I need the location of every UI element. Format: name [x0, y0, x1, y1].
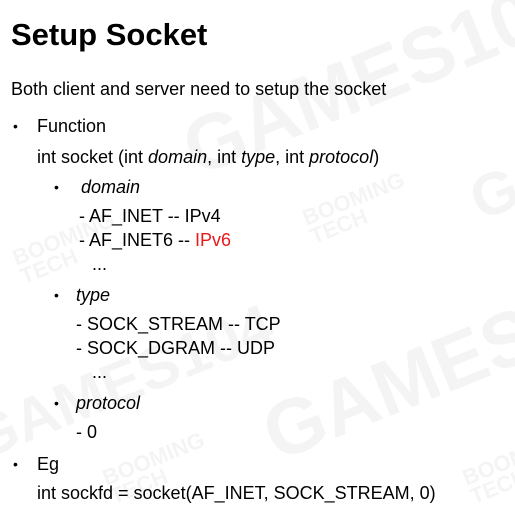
- signature-part: , int: [207, 147, 242, 167]
- domain-ellipsis: ...: [92, 254, 108, 274]
- bullet-icon: •: [54, 179, 59, 195]
- domain-item: - AF_INET6 -- IPv6: [79, 229, 231, 251]
- type-item: - SOCK_STREAM -- TCP: [76, 314, 281, 334]
- function-signature: int socket (int domain, int type, int pr…: [37, 146, 379, 168]
- watermark-games104: GAMES104: [460, 50, 515, 234]
- domain-item-highlight: IPv6: [195, 230, 232, 250]
- domain-item-prefix: - AF_INET6 --: [79, 230, 196, 250]
- watermark-booming-tech: BOOMINGTECH: [299, 167, 415, 249]
- function-label: Function: [37, 116, 107, 136]
- watermark-brand-line2: TECH: [466, 463, 515, 509]
- signature-part: ): [373, 147, 380, 167]
- watermark-brand-line1: BOOMING: [99, 427, 208, 490]
- example-code: int sockfd = socket(AF_INET, SOCK_STREAM…: [37, 483, 436, 503]
- watermark-booming-tech: BOOMINGTECH: [459, 427, 515, 509]
- type-item: - SOCK_DGRAM -- UDP: [76, 338, 276, 358]
- watermark-brand-line2: TECH: [306, 203, 371, 249]
- signature-part: , int: [275, 147, 310, 167]
- signature-param-domain: domain: [148, 147, 208, 167]
- signature-part: int socket (int: [37, 147, 149, 167]
- bullet-icon: •: [54, 395, 59, 411]
- bullet-icon: •: [13, 456, 18, 472]
- bullet-icon: •: [13, 118, 18, 134]
- signature-param-protocol: protocol: [309, 147, 374, 167]
- watermark-brand-line1: BOOMING: [459, 427, 515, 490]
- intro-text: Both client and server need to setup the…: [11, 79, 387, 99]
- domain-item: - AF_INET -- IPv4: [79, 206, 221, 226]
- watermark-games104: GAMES104: [250, 239, 515, 479]
- param-type-heading: type: [76, 285, 111, 305]
- signature-param-type: type: [241, 147, 276, 167]
- protocol-item: - 0: [76, 422, 98, 442]
- watermark-brand-line2: TECH: [16, 243, 81, 289]
- slide-title: Setup Socket: [11, 17, 208, 52]
- param-protocol-heading: protocol: [76, 393, 141, 413]
- param-domain-heading: domain: [81, 177, 141, 197]
- example-label: Eg: [37, 454, 60, 474]
- bullet-icon: •: [54, 287, 59, 303]
- watermark-brand-line1: BOOMING: [299, 167, 408, 230]
- type-ellipsis: ...: [92, 362, 108, 382]
